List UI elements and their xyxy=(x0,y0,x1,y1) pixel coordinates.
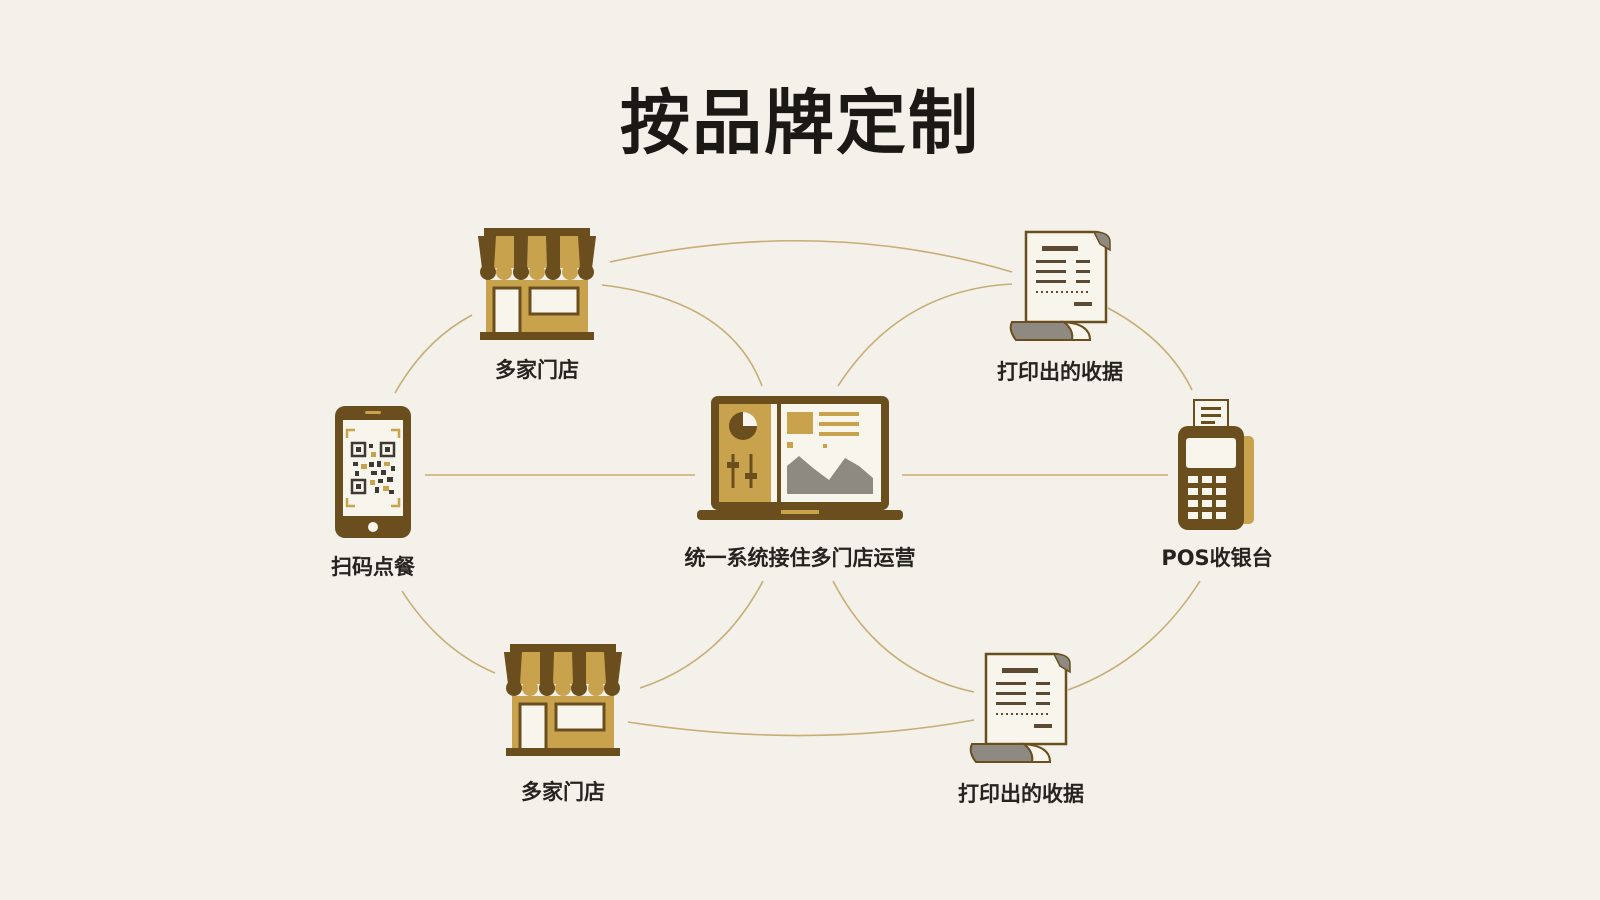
connector-phone-store-bottom xyxy=(401,590,496,674)
center-label: 统一系统接住多门店运营 xyxy=(684,546,916,570)
connector-phone-store-top xyxy=(394,314,473,394)
connector-pos-receipt-bottom xyxy=(1067,580,1201,691)
store-bottom-label: 多家门店 xyxy=(521,780,605,804)
storefront-icon xyxy=(478,228,596,340)
connector-store-top-center xyxy=(601,284,763,387)
store-top-label: 多家门店 xyxy=(495,358,579,382)
page-title: 按品牌定制 xyxy=(620,82,980,164)
receipt-icon xyxy=(1009,230,1111,341)
connector-store-top-receipt-top xyxy=(609,240,1013,273)
connector-receipt-top-pos xyxy=(1107,307,1193,391)
pos-label: POS收银台 xyxy=(1161,546,1273,570)
connector-center-receipt-bottom xyxy=(832,580,975,693)
connector-center-store-bottom xyxy=(639,580,764,689)
receipt-bottom-label: 打印出的收据 xyxy=(958,782,1084,806)
receipt-top-label: 打印出的收据 xyxy=(997,360,1123,384)
pos-terminal-icon xyxy=(1178,399,1254,530)
connector-store-bottom-receipt-bottom xyxy=(627,719,975,737)
phone-qr-icon xyxy=(335,406,411,538)
receipt-icon xyxy=(969,652,1071,763)
qr-order-label: 扫码点餐 xyxy=(331,555,415,579)
storefront-icon xyxy=(504,644,622,756)
connector-center-receipt-top xyxy=(837,283,1013,387)
laptop-dashboard-icon xyxy=(697,396,903,520)
